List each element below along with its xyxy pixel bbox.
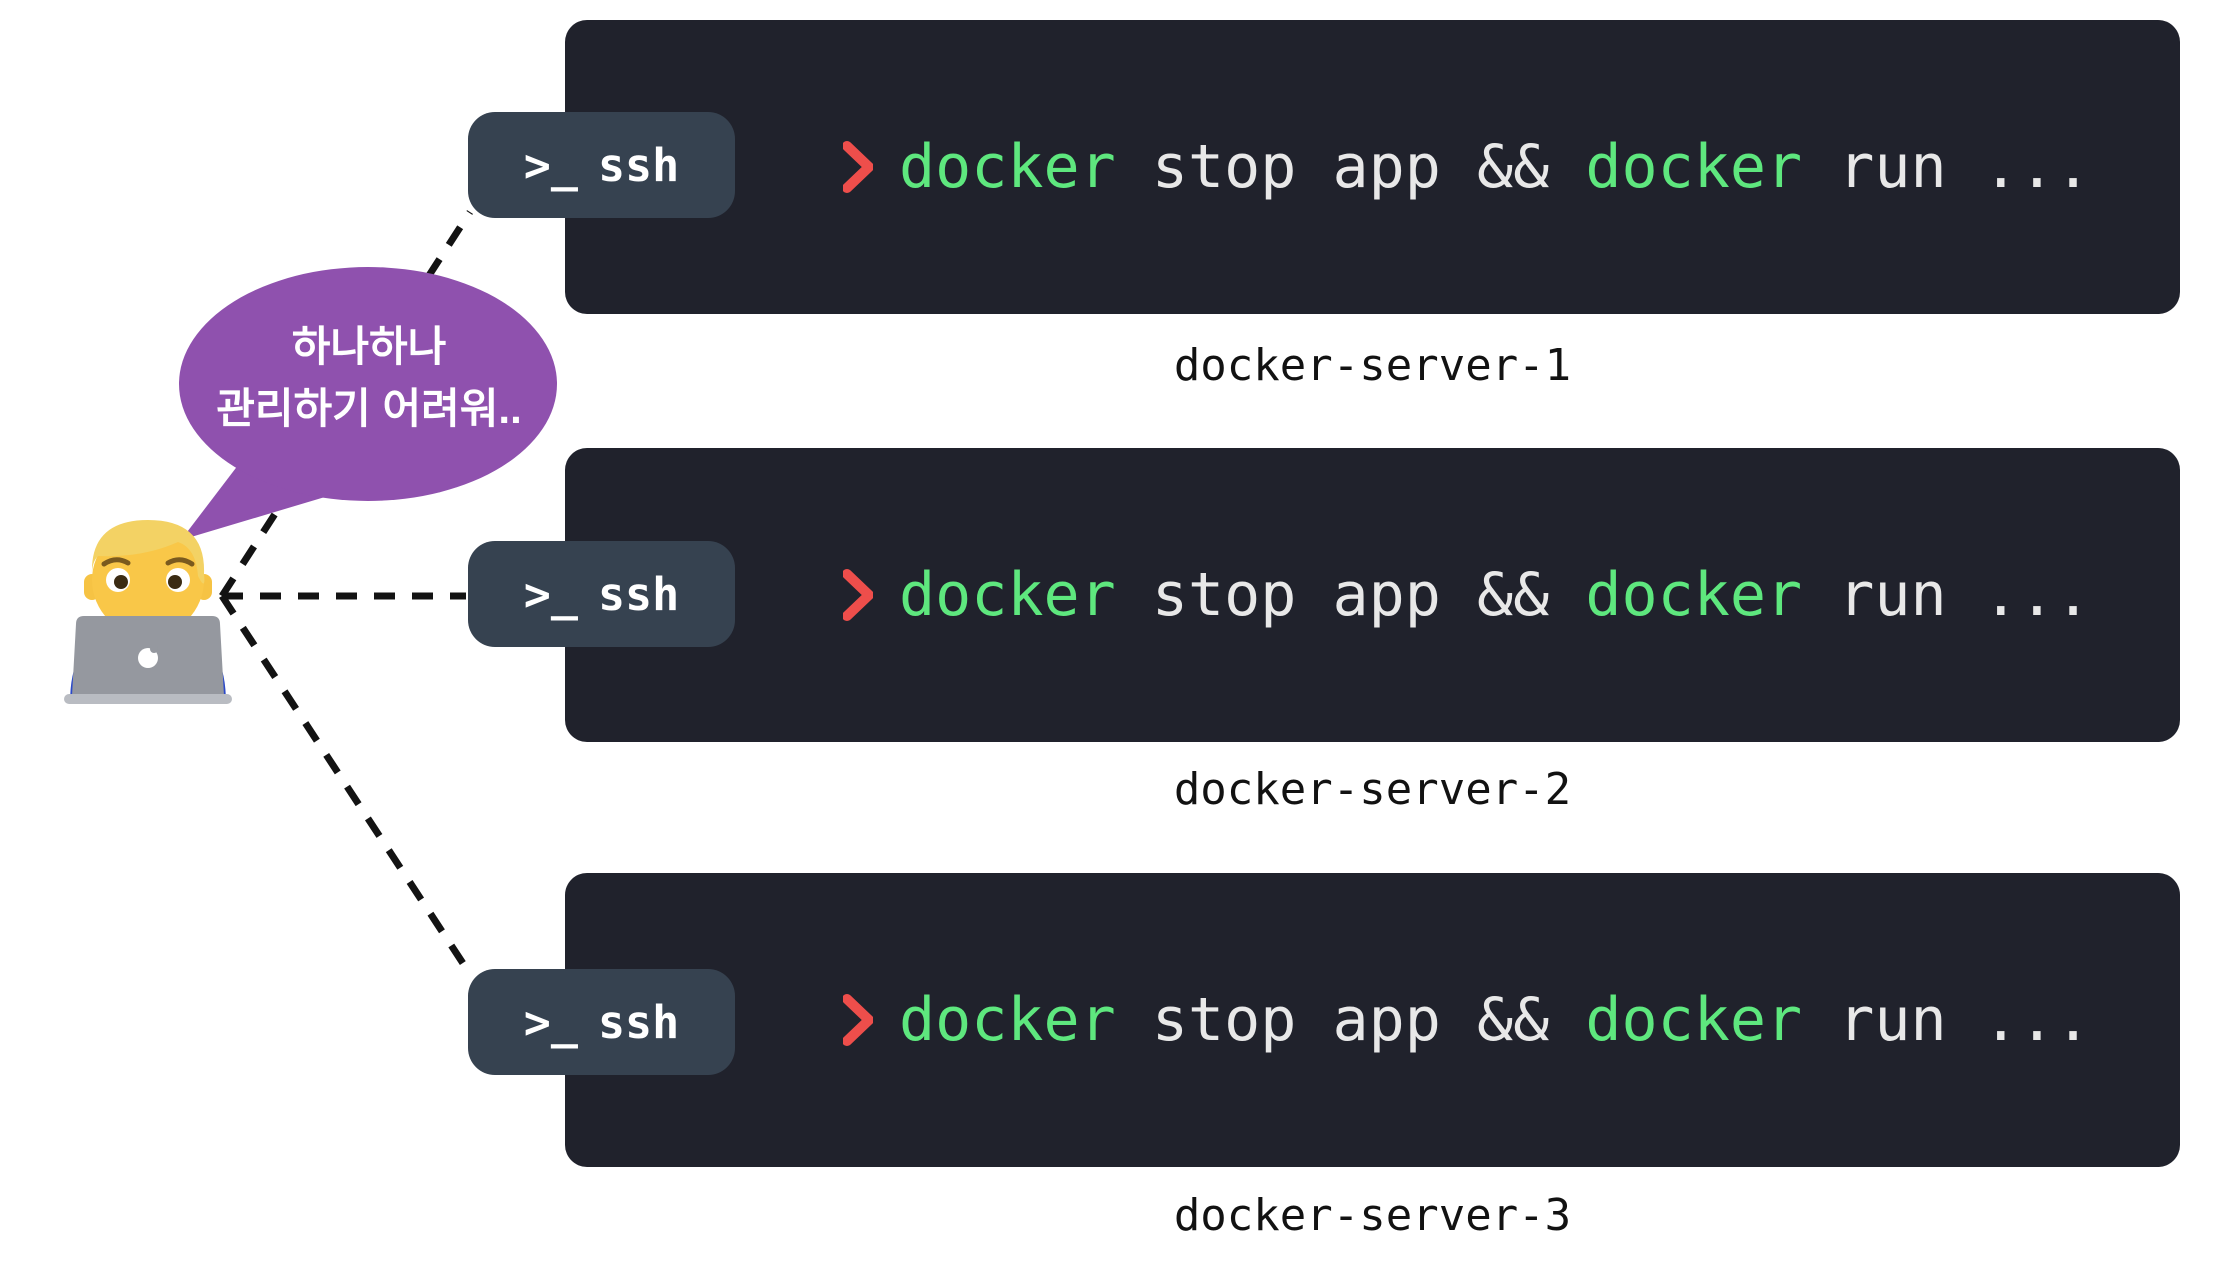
server-name-label-2: docker-server-2: [1173, 764, 1572, 815]
command-token-docker: docker: [1585, 560, 1803, 630]
command-token-args: run ...: [1802, 560, 2092, 630]
speech-bubble: 하나하나 관리하기 어려워..: [115, 258, 575, 558]
man-technologist-emoji: [46, 512, 250, 704]
command-token-docker: docker: [1585, 132, 1803, 202]
command-line-server-1: docker stop app && docker run ...: [565, 137, 2091, 197]
command-token-args: stop app &&: [1115, 132, 1586, 202]
connector-line-server-3: [219, 594, 473, 976]
server-name-label-1: docker-server-1: [1173, 340, 1572, 391]
command-token-docker: docker: [899, 560, 1116, 630]
command-token-args: stop app &&: [1115, 985, 1586, 1055]
prompt-chevron-icon: [843, 141, 873, 193]
terminal-prompt-icon: >_: [523, 138, 578, 192]
command-token-docker: docker: [899, 985, 1116, 1055]
speech-bubble-shape: [179, 267, 557, 540]
command-token-args: run ...: [1802, 132, 2092, 202]
command-token-docker: docker: [1585, 985, 1803, 1055]
prompt-chevron-icon: [843, 569, 873, 621]
ssh-badge-server-1: >_ ssh: [468, 112, 735, 218]
command-token-args: stop app &&: [1115, 560, 1586, 630]
ssh-badge-server-3: >_ ssh: [468, 969, 735, 1075]
terminal-prompt-icon: >_: [523, 995, 578, 1049]
ssh-badge-label: ssh: [597, 138, 680, 192]
command-token-docker: docker: [899, 132, 1116, 202]
ssh-badge-label: ssh: [597, 995, 680, 1049]
person-figure: [64, 520, 232, 704]
speech-bubble-text: 하나하나 관리하기 어려워..: [179, 316, 559, 440]
server-name-label-3: docker-server-3: [1173, 1190, 1572, 1241]
speech-bubble-line-1: 하나하나: [291, 323, 447, 370]
terminal-prompt-icon: >_: [523, 567, 578, 621]
terminal-window-server-3: docker stop app && docker run ...: [565, 873, 2180, 1167]
ssh-badge-server-2: >_ ssh: [468, 541, 735, 647]
command-line-server-3: docker stop app && docker run ...: [565, 990, 2091, 1050]
terminal-window-server-2: docker stop app && docker run ...: [565, 448, 2180, 742]
ssh-badge-label: ssh: [597, 567, 680, 621]
speech-bubble-line-2: 관리하기 어려워..: [216, 385, 522, 432]
command-token-args: run ...: [1802, 985, 2092, 1055]
prompt-chevron-icon: [843, 994, 873, 1046]
command-line-server-2: docker stop app && docker run ...: [565, 565, 2091, 625]
terminal-window-server-1: docker stop app && docker run ...: [565, 20, 2180, 314]
